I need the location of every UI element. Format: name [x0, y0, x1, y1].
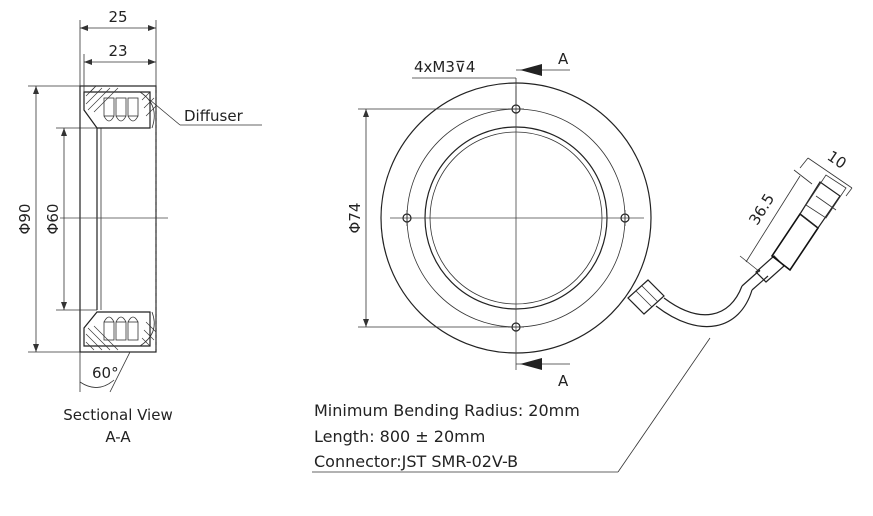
note-length: Length: 800 ± 20mm: [314, 427, 485, 446]
section-mark-bottom: A: [516, 358, 570, 390]
notes-block: Minimum Bending Radius: 20mm Length: 800…: [314, 401, 580, 471]
dim-outer-width: 25: [79, 8, 157, 86]
section-led-module-top: [83, 85, 157, 129]
cable: [655, 269, 769, 328]
dim-outer-diameter-text: Φ90: [16, 204, 34, 235]
sectional-view: 25 23 Φ90 Φ60 60°: [16, 8, 262, 446]
section-caption-line1: Sectional View: [63, 406, 172, 424]
section-caption-line2: A-A: [105, 428, 131, 446]
dim-angle-text: 60°: [92, 364, 119, 382]
dim-inner-diameter-text: Φ60: [44, 204, 62, 235]
hole-callout-text: 4xM3⊽4: [414, 58, 475, 76]
front-view: 4xM3⊽4 A A Φ74: [312, 50, 853, 473]
dim-inner-width: 23: [83, 42, 156, 92]
cable-strain-relief: [627, 279, 665, 315]
dim-connector-width: 10: [799, 147, 853, 197]
dim-outer-diameter: Φ90: [16, 85, 80, 353]
dim-bolt-circle: Φ74: [346, 108, 512, 328]
note-bending-radius: Minimum Bending Radius: 20mm: [314, 401, 580, 420]
dim-cable-length-text: 36.5: [745, 190, 778, 228]
dim-bolt-circle-text: Φ74: [346, 203, 364, 234]
note-leader: [312, 337, 711, 473]
section-led-module-bottom: [83, 311, 157, 351]
dim-angle: 60°: [79, 351, 131, 393]
section-mark-top-text: A: [558, 50, 569, 68]
diffuser-label: Diffuser: [184, 107, 244, 125]
connector: [755, 174, 847, 283]
dim-outer-width-text: 25: [108, 8, 127, 26]
section-mark-bottom-text: A: [558, 372, 569, 390]
hole-callout: 4xM3⊽4: [412, 58, 517, 105]
diffuser-leader: Diffuser: [149, 99, 262, 126]
dim-inner-width-text: 23: [108, 42, 127, 60]
section-mark-top: A: [516, 50, 570, 76]
dim-inner-diameter: Φ60: [44, 127, 97, 311]
dim-connector-width-text: 10: [824, 147, 850, 173]
note-connector: Connector:JST SMR-02V-B: [314, 452, 518, 471]
dim-cable-length: 36.5: [739, 169, 813, 273]
